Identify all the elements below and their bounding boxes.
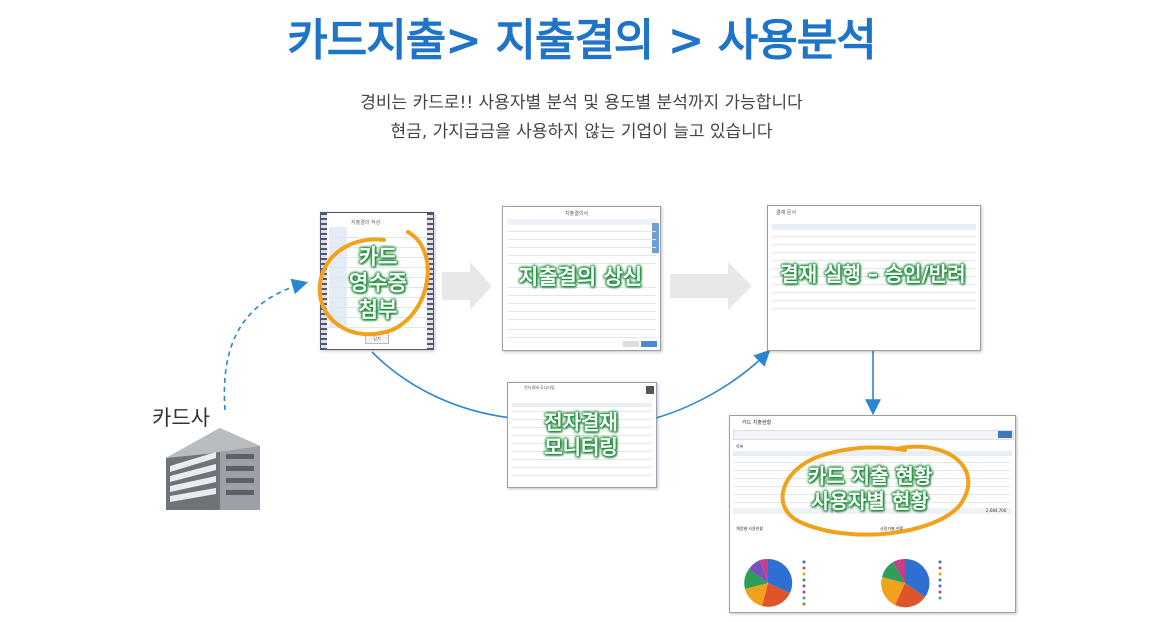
analysis-total-value: 2,684,700	[986, 508, 1007, 513]
execute-list-title: 결재 문서	[776, 210, 796, 216]
card-company-label: 카드사	[152, 406, 210, 430]
monitor-to-execute-arrow	[655, 349, 771, 419]
approval-execute-screenshot: 결재 문서	[767, 205, 981, 351]
monitoring-screenshot: 전자결재 모니터링	[507, 382, 657, 488]
analysis-label: 카드 지출 현황 사용자별 현황	[770, 464, 970, 514]
analysis-total-label: 합 계	[830, 508, 839, 513]
approval-submit-label: 지출결의 상신	[518, 265, 643, 289]
monitor-title: 전자결재 모니터링	[524, 385, 555, 390]
analysis-label-line-2: 사용자별 현황	[811, 489, 929, 513]
receipt-to-monitor-line	[371, 351, 513, 419]
receipt-label-line-1: 카드	[358, 245, 398, 269]
receipt-step-label: 카드 영수증 첨부	[328, 244, 428, 323]
receipt-label-line-2: 영수증	[349, 271, 407, 296]
analysis-list-section: 목록	[736, 444, 744, 449]
company-to-receipt-arrow	[223, 278, 309, 411]
monitoring-label-line-2: 모니터링	[544, 435, 618, 459]
receipt-form-title: 지출결의 작성	[351, 220, 381, 226]
approval-form-title: 지출결의서	[565, 211, 589, 217]
approval-submit-screenshot: 지출결의서	[502, 206, 661, 351]
flow-arrow-gray-2	[670, 262, 752, 310]
subtitle-line-1: 경비는 카드로!! 사용자별 분석 및 용도별 분석까지 가능합니다	[360, 93, 803, 113]
subtitle-line-2: 현금, 가지급금을 사용하지 않는 기업이 늘고 있습니다	[390, 122, 773, 142]
analysis-title: 카드 지출현황	[742, 420, 772, 426]
approval-execute-label: 결재 실행 – 승인/반려	[780, 262, 966, 286]
receipt-label-line-3: 첨부	[358, 297, 398, 322]
page-title: 카드지출> 지출결의 > 사용분석	[287, 15, 876, 66]
account-pie	[744, 558, 793, 607]
analysis-user-section: 사용자별 현황	[880, 526, 904, 531]
perforation-right	[427, 213, 433, 349]
analysis-screenshot: 카드 지출현황 목록 합 계 2,684,700 계정별 사용현황 사용자별 현…	[729, 415, 1016, 613]
analysis-account-section: 계정별 사용현황	[736, 526, 764, 531]
monitoring-label-line-1: 전자결재	[544, 410, 618, 434]
building-icon	[166, 428, 260, 510]
analysis-pie-charts	[744, 558, 942, 608]
analysis-label-line-1: 카드 지출 현황	[807, 464, 933, 488]
analysis-highlight-circle	[780, 444, 971, 537]
receipt-highlight-circle	[317, 230, 430, 337]
perforation-left	[321, 213, 327, 349]
user-pie	[881, 558, 930, 608]
monitoring-label: 전자결재 모니터링	[507, 410, 655, 460]
flow-arrow-gray-1	[442, 262, 492, 310]
